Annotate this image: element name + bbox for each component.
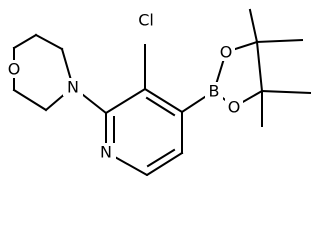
methyl-groups bbox=[248, 8, 312, 127]
chemical-structure: O N N Cl B O O bbox=[7, 8, 312, 176]
pyridine-nitrogen-label: N bbox=[100, 143, 112, 162]
chlorine-label: Cl bbox=[138, 11, 154, 30]
dioxaborolane-oxygen-bottom-label: O bbox=[228, 98, 241, 117]
morpholine-nitrogen-label: N bbox=[67, 78, 79, 97]
pyridine-ring bbox=[104, 87, 184, 176]
dioxaborolane-oxygen-top-label: O bbox=[220, 43, 233, 62]
morpholine-oxygen-label: O bbox=[8, 60, 21, 79]
boron-label: B bbox=[209, 82, 220, 101]
